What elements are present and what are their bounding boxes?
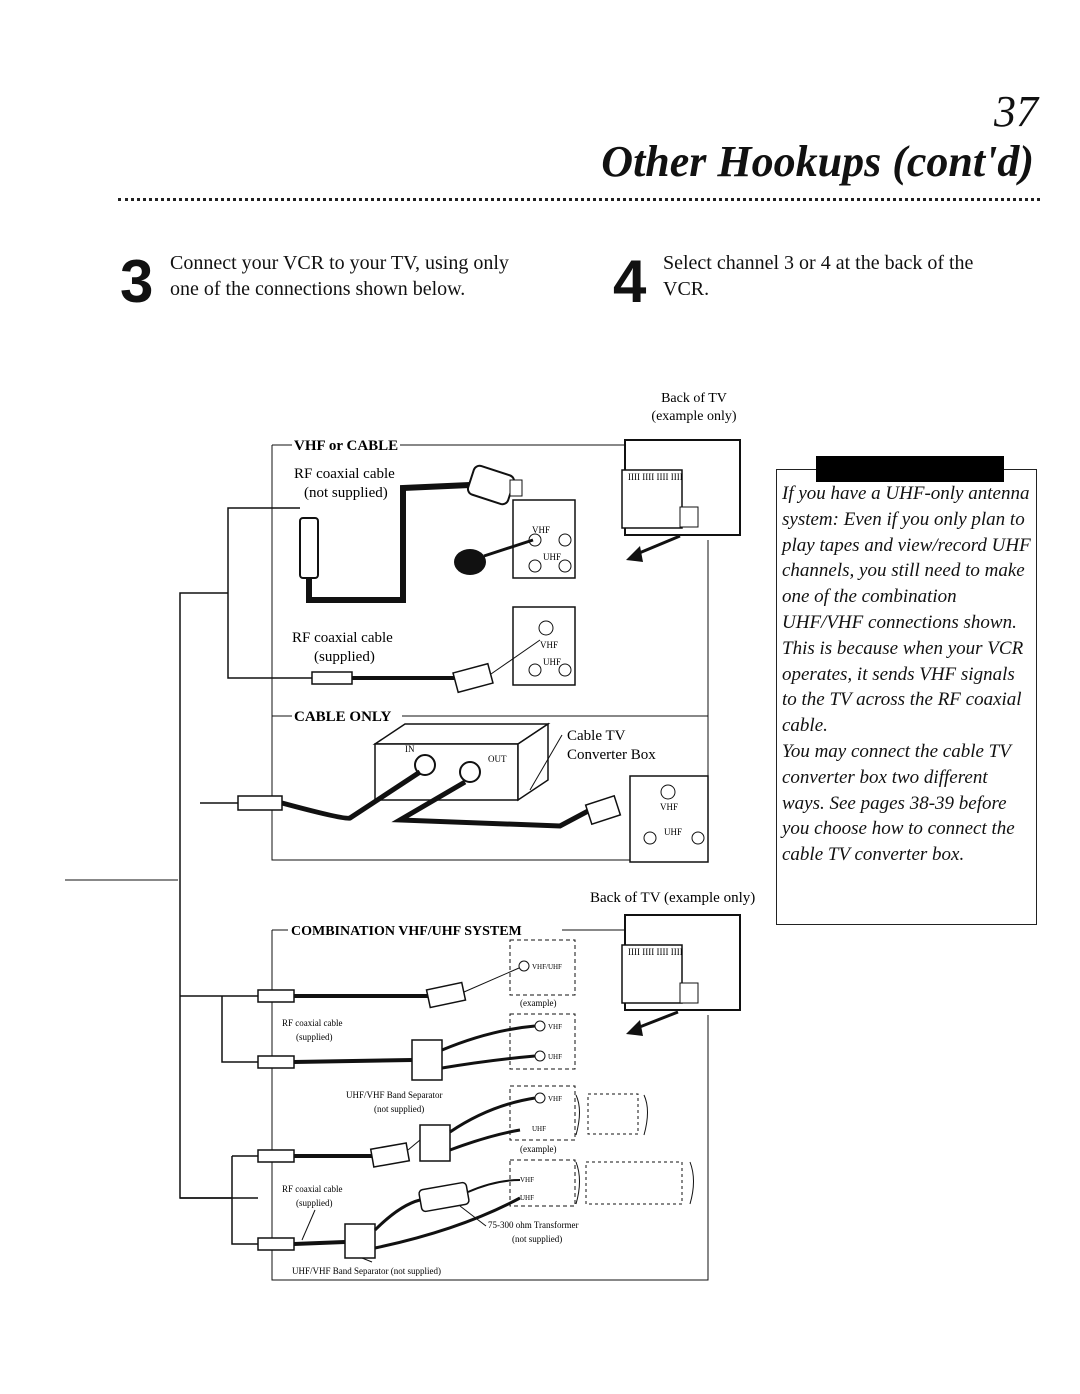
svg-text:UHF: UHF [543, 657, 561, 667]
svg-text:UHF: UHF [532, 1125, 546, 1133]
step-number: 3 [120, 248, 154, 315]
svg-text:UHF: UHF [664, 827, 682, 837]
rf-cable-label: (supplied) [296, 1198, 333, 1208]
svg-text:VHF: VHF [520, 1176, 534, 1184]
step-number: 4 [613, 248, 647, 315]
page-number: 37 [994, 87, 1038, 136]
rf-cable-label: RF coaxial cable [282, 1018, 342, 1028]
svg-text:VHF/UHF: VHF/UHF [532, 963, 562, 971]
step-text: Connect your VCR to your TV, using only … [170, 252, 509, 300]
svg-text:(example): (example) [520, 998, 556, 1008]
band-separator-label: UHF/VHF Band Separator [346, 1090, 443, 1100]
back-of-tv-label: (example only) [651, 409, 736, 424]
rf-cable-label: RF coaxial cable [282, 1184, 342, 1194]
section-label-vhf: VHF or CABLE [294, 438, 398, 454]
svg-text:VHF: VHF [532, 525, 550, 535]
rf-cable-label: (supplied) [314, 649, 375, 665]
svg-text:OUT: OUT [488, 754, 507, 764]
note-paragraph: You may connect the cable TV converter b… [782, 740, 1015, 866]
step-text: Select channel 3 or 4 at the back of the… [663, 252, 974, 300]
rf-cable-label: (supplied) [296, 1032, 333, 1042]
back-of-tv-label: Back of TV (example only) [590, 890, 755, 906]
band-separator-label: (not supplied) [374, 1104, 424, 1114]
note-paragraph: If you have a UHF-only antenna system: E… [782, 483, 1031, 737]
rf-cable-label: (not supplied) [304, 485, 388, 501]
svg-text:UHF: UHF [548, 1053, 562, 1061]
svg-text:VHF: VHF [660, 802, 678, 812]
tv-illustration-top: IIII IIII IIII IIII [621, 439, 741, 536]
hookup-diagram: Back of TV (example only) IIII IIII IIII… [65, 391, 755, 1281]
svg-text:(example): (example) [520, 1144, 556, 1154]
rf-cable-label: RF coaxial cable [292, 630, 393, 646]
svg-text:IN: IN [405, 744, 415, 754]
converter-box-label: Cable TV [567, 728, 626, 744]
transformer-label: 75-300 ohm Transformer [488, 1220, 579, 1230]
section-label-combo: COMBINATION VHF/UHF SYSTEM [291, 924, 522, 939]
note-header-bar [816, 456, 1004, 482]
section-label-cable: CABLE ONLY [294, 709, 392, 725]
dotted-divider [118, 198, 1040, 201]
svg-text:IIII IIII IIII IIII: IIII IIII IIII IIII [628, 472, 683, 482]
band-separator-label: UHF/VHF Band Separator (not supplied) [292, 1266, 441, 1276]
back-of-tv-label: Back of TV [661, 391, 727, 406]
rf-cable-label: RF coaxial cable [294, 466, 395, 482]
svg-text:UHF: UHF [520, 1194, 534, 1202]
note-text: If you have a UHF-only antenna system: E… [782, 481, 1034, 868]
svg-text:VHF: VHF [548, 1023, 562, 1031]
svg-text:VHF: VHF [540, 640, 558, 650]
svg-text:VHF: VHF [548, 1095, 562, 1103]
transformer-label: (not supplied) [512, 1234, 562, 1244]
converter-box-label: Converter Box [567, 747, 656, 763]
svg-text:IIII IIII IIII IIII: IIII IIII IIII IIII [628, 947, 683, 957]
svg-text:UHF: UHF [543, 552, 561, 562]
page-title: Other Hookups (cont'd) [601, 137, 1034, 186]
